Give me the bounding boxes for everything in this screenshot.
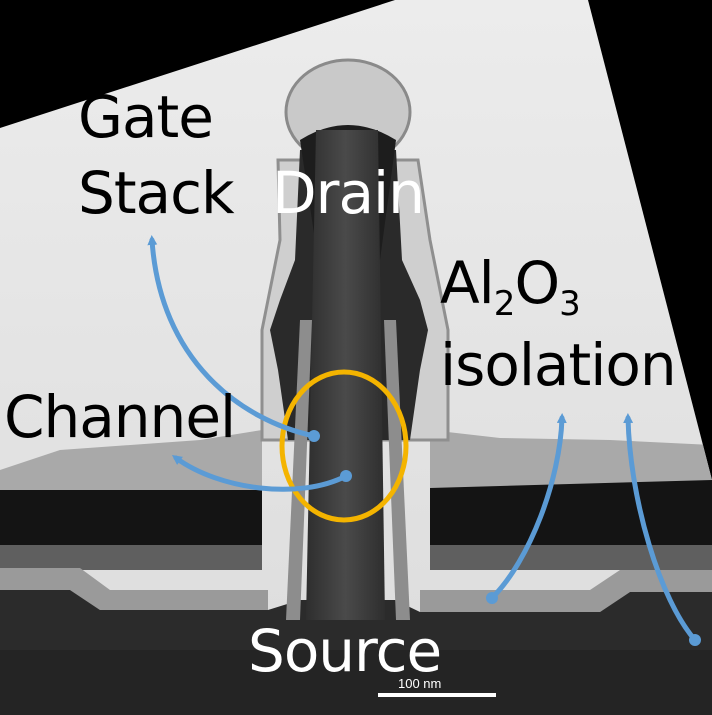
film-dark-top (0, 490, 262, 545)
dot-gate-stack (308, 430, 320, 442)
drain-label: Drain (272, 159, 425, 227)
substrate-bottom (0, 650, 712, 715)
scale-bar-label: 100 nm (398, 676, 442, 691)
channel-label: Channel (4, 383, 236, 451)
annotation-arrows (147, 235, 698, 643)
nanowire-pillar (306, 130, 385, 620)
channel-ring (279, 369, 409, 523)
gate-label-line2: Stack (78, 159, 235, 227)
gate-label-line1: Gate (78, 83, 214, 151)
dot-channel (340, 470, 352, 482)
arrow-isolation-1 (489, 413, 567, 601)
arrow-isolation-2 (623, 413, 698, 643)
arrow-gate-stack (147, 235, 317, 439)
arrow-anchor-dots (308, 430, 701, 646)
isolation-label: isolation (440, 331, 677, 399)
al-text: Al (440, 249, 495, 317)
scale-bar (378, 693, 496, 697)
pillar-liner-left (286, 320, 312, 620)
al-subscript: 2 (493, 284, 516, 324)
film-gray (0, 545, 262, 570)
dot-isolation-2 (689, 634, 701, 646)
dot-isolation-1 (486, 592, 498, 604)
o-subscript: 3 (559, 284, 581, 324)
source-label: Source (248, 617, 442, 685)
al2o3-label: Al2O3 (440, 254, 581, 324)
o-text: O (514, 249, 560, 317)
film-gray-right (430, 545, 712, 570)
arrow-channel (171, 455, 349, 492)
film-light-band (0, 568, 268, 610)
film-dark-top-right (430, 480, 712, 545)
